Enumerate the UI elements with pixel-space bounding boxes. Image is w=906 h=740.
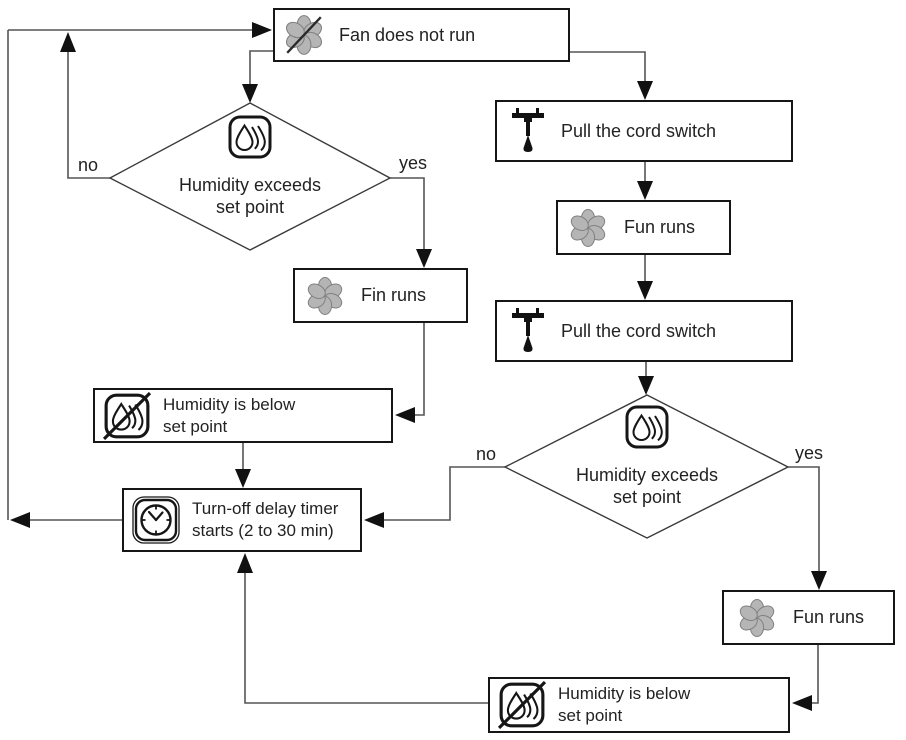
node-label: Fin runs	[361, 285, 427, 305]
edge-decision2-yes	[788, 466, 820, 587]
node-label-line1: Turn-off delay timer	[192, 499, 339, 518]
clock-timer-icon-svg	[132, 496, 180, 544]
decision-diamonds	[108, 102, 790, 539]
arrow-into-loop	[10, 512, 30, 528]
decision1-no-label: no	[78, 155, 99, 175]
node-label: Humidity is below set point	[558, 683, 690, 727]
fan-icon	[736, 597, 778, 639]
arrow-into-humleft	[395, 407, 415, 423]
edge-decision1-no	[67, 36, 110, 179]
edge-decision2-no	[368, 466, 505, 521]
humidity-drops-icon-svg	[228, 115, 272, 159]
pull-cord-switch-icon-svg	[512, 108, 544, 152]
clock-timer-icon	[132, 496, 180, 544]
node-label: Fan does not run	[339, 24, 476, 45]
node-fan-does-not-run: Fan does not run	[273, 8, 570, 62]
node-fin-runs: Fin runs	[293, 268, 468, 323]
node-label: Humidity is below set point	[163, 394, 295, 438]
arrow-into-decision2	[638, 376, 654, 395]
connector-lines	[7, 29, 820, 704]
node-pull-cord-1: Pull the cord switch	[495, 100, 793, 162]
pull-cord-switch-icon-svg	[512, 308, 544, 352]
node-label-line1: Humidity is below	[163, 394, 296, 414]
arrow-into-humbottom	[792, 695, 812, 711]
humidity-drops-icon	[227, 114, 273, 165]
arrow-into-decision1	[242, 84, 258, 103]
humidity-crossed-icon	[103, 391, 151, 440]
node-pull-cord-2: Pull the cord switch	[495, 300, 793, 362]
node-label: Fun runs	[793, 607, 865, 627]
decision2-text: Humidity exceeds set point	[527, 464, 767, 508]
node-label-line2: set point	[558, 706, 623, 725]
decision1-yes-label: yes	[399, 153, 428, 173]
arrow-into-fun1	[637, 181, 653, 200]
decision1-diamond	[108, 102, 392, 251]
arrow-into-timer-bottom	[237, 553, 253, 573]
node-fun-runs-1: Fun runs	[556, 200, 731, 255]
arrow-no1-up	[60, 32, 76, 52]
fan-crossed-icon	[282, 13, 326, 57]
node-label: Pull the cord switch	[561, 320, 717, 341]
decision2-no-label: no	[476, 444, 497, 464]
node-humidity-below-left: Humidity is below set point	[93, 388, 393, 443]
pull-cord-switch-icon	[511, 107, 545, 155]
humidity-crossed-icon-svg	[498, 681, 546, 729]
node-humidity-below-bottom: Humidity is below set point	[488, 677, 790, 733]
node-fun-runs-2: Fun runs	[722, 590, 895, 645]
node-label-line2: set point	[163, 416, 228, 436]
decision1-line2: set point	[215, 197, 285, 217]
fan-icon	[567, 207, 609, 249]
fan-icon-svg	[739, 598, 775, 637]
fan-icon-svg	[307, 276, 343, 315]
decision2-line2: set point	[612, 487, 682, 507]
node-label-line1: Humidity is below	[558, 684, 691, 703]
humidity-drops-icon	[624, 404, 670, 455]
arrowheads	[10, 22, 827, 711]
arrow-into-timer-right	[364, 512, 384, 528]
fan-icon-svg	[570, 208, 606, 247]
node-turn-off-delay-timer: Turn-off delay timer starts (2 to 30 min…	[122, 488, 362, 552]
edge-fan-to-decision1	[249, 50, 273, 100]
decision1-line1: Humidity exceeds	[178, 175, 322, 195]
fan-icon	[304, 275, 346, 317]
decision2-line1: Humidity exceeds	[575, 465, 719, 485]
node-label-line2: starts (2 to 30 min)	[192, 521, 334, 540]
arrow-into-fan-box	[252, 22, 272, 38]
arrow-into-fin	[416, 249, 432, 268]
humidity-crossed-icon	[498, 681, 546, 729]
edge-fun2-to-humbottom	[796, 645, 819, 704]
edge-fin-to-humleft	[398, 322, 425, 416]
decision2-yes-label: yes	[795, 443, 824, 463]
arrow-into-pull2	[637, 281, 653, 300]
humidity-crossed-icon-svg	[103, 391, 151, 440]
decision2-diamond	[503, 394, 790, 539]
arrow-into-pull1	[637, 81, 653, 100]
pull-cord-switch-icon	[511, 307, 545, 355]
decision1-text: Humidity exceeds set point	[130, 174, 370, 218]
arrow-into-fun2	[811, 571, 827, 590]
node-label: Fun runs	[624, 217, 696, 237]
arrow-into-timer-top	[235, 469, 251, 488]
humidity-drops-icon-svg	[625, 405, 669, 449]
edge-fan-to-pull1	[570, 51, 646, 97]
node-label: Turn-off delay timer starts (2 to 30 min…	[192, 498, 338, 542]
fan-crossed-icon-svg	[285, 15, 323, 55]
edge-decision1-yes	[390, 177, 425, 264]
node-label: Pull the cord switch	[561, 120, 717, 141]
edge-humbottom-to-timer	[244, 556, 488, 704]
